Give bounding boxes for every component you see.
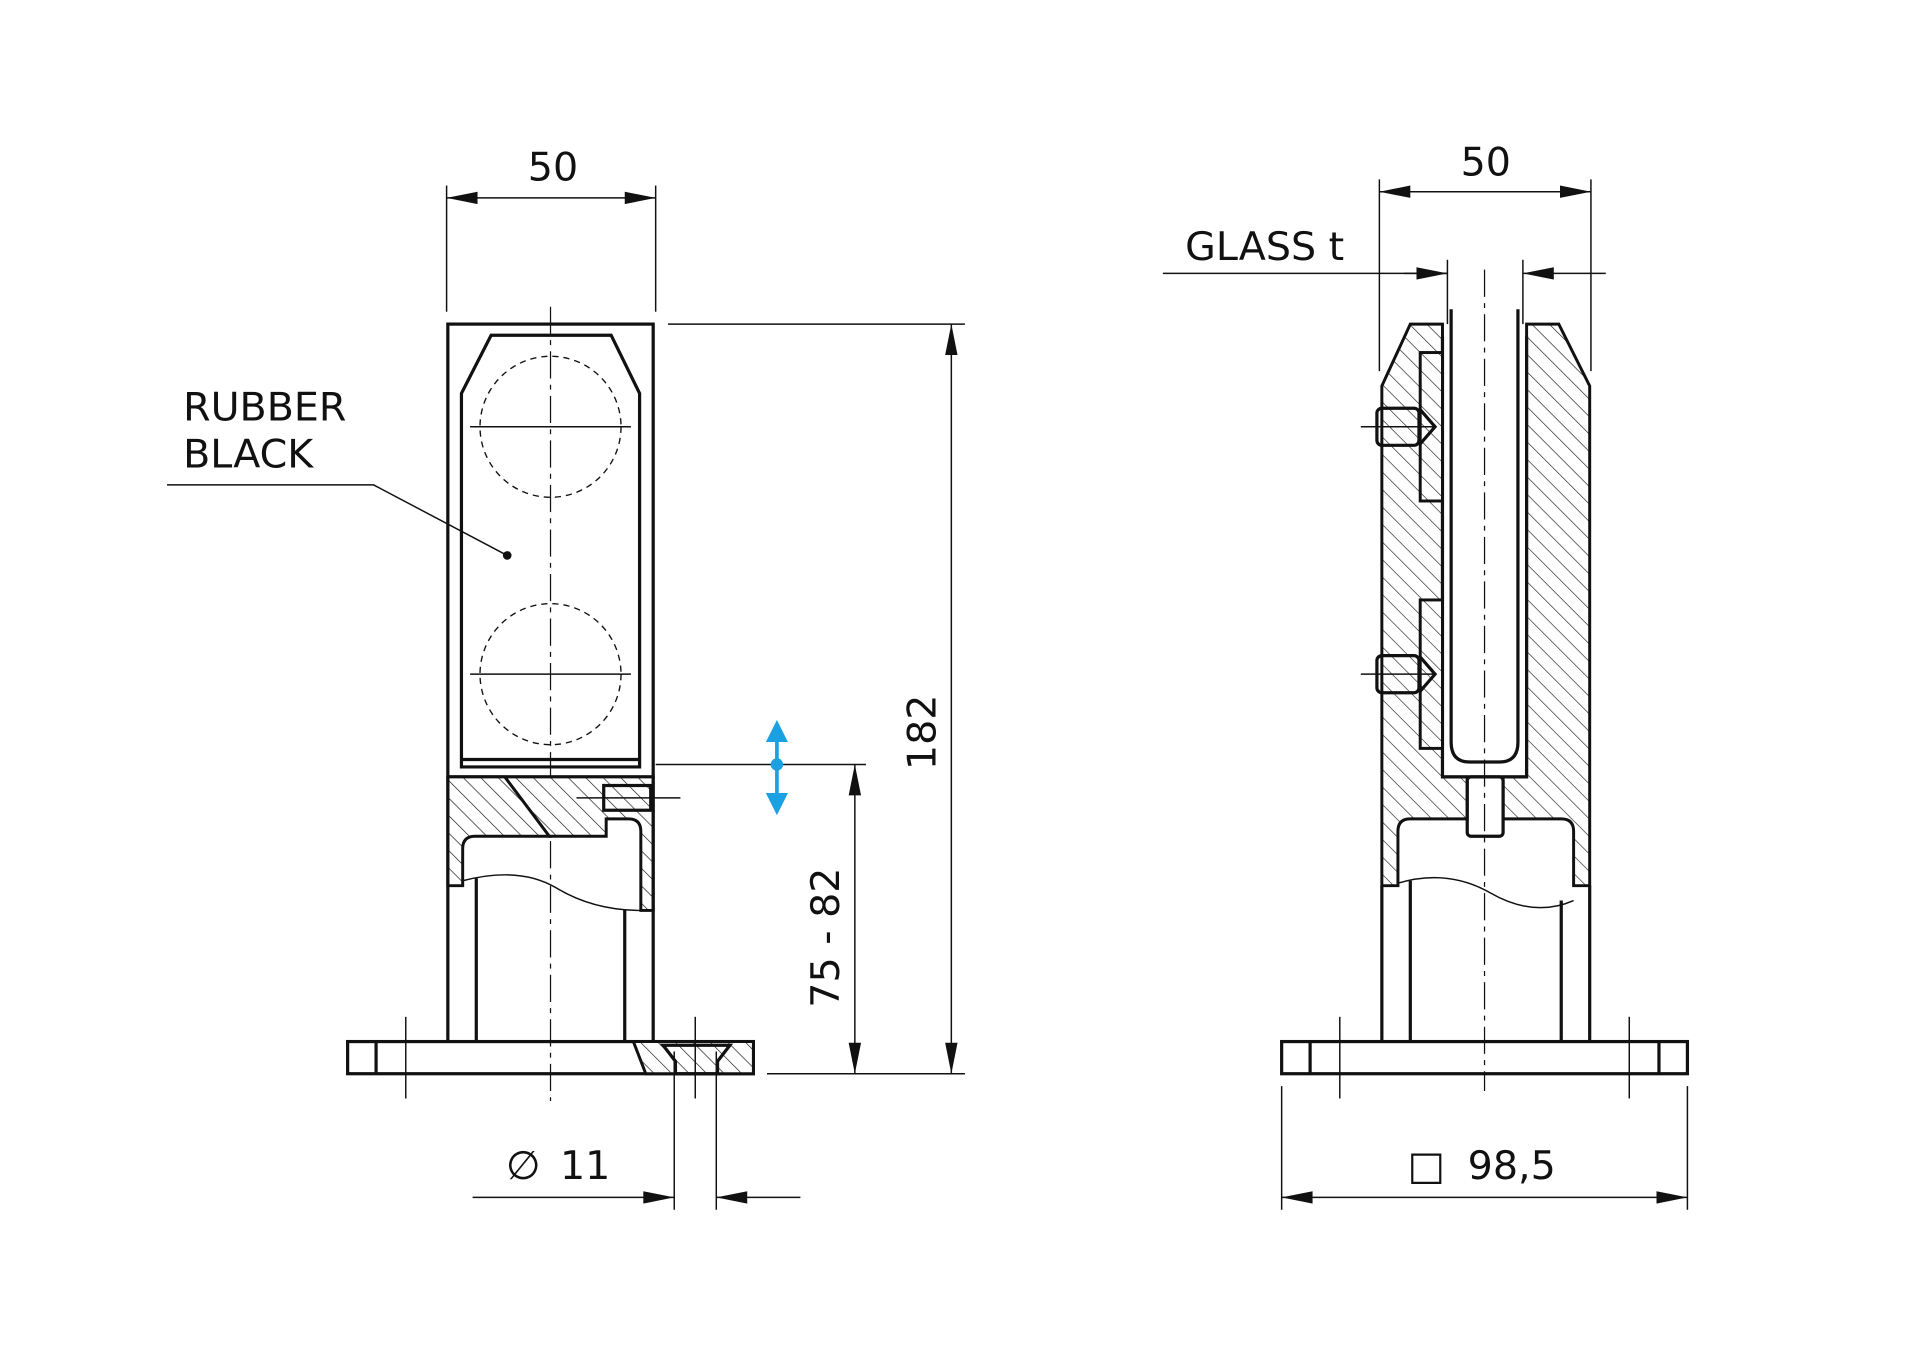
set-screw-icon: [1360, 406, 1438, 447]
set-screw-icon: [1360, 654, 1438, 695]
hole-diameter-dimension: 11: [560, 1143, 610, 1189]
right-width-dimension: 50: [1461, 140, 1511, 186]
left-view: 50 182 75 - 82 ∅ 11 RUBBER BLACK: [167, 145, 965, 1210]
glass-thickness-label: GLASS t: [1185, 224, 1344, 270]
adjustment-range-dimension: 75 - 82: [803, 868, 849, 1008]
rubber-label-line2: BLACK: [183, 432, 314, 478]
height-adjustment-arrow-icon: [765, 719, 789, 816]
diameter-symbol: ∅: [506, 1143, 540, 1189]
left-width-dimension: 50: [528, 145, 578, 191]
height-dimension: 182: [899, 695, 945, 771]
base-size-dimension: 98,5: [1468, 1143, 1556, 1189]
square-symbol: □: [1408, 1143, 1445, 1189]
right-view: 50 GLASS t □ 98,5: [1162, 140, 1690, 1210]
rubber-label-line1: RUBBER: [183, 385, 346, 431]
